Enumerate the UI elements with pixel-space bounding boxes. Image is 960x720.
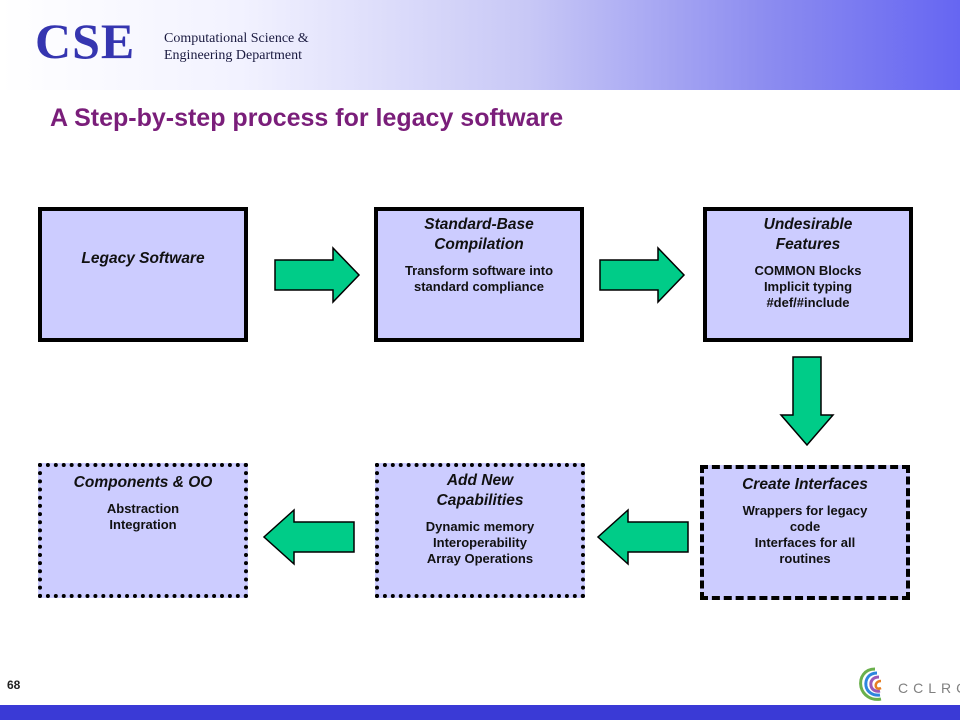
- arrow-left-1: [596, 508, 689, 566]
- box-undesirable-list: COMMON Blocks Implicit typing #def/#incl…: [707, 263, 909, 311]
- list-item: code: [789, 519, 821, 534]
- cclrc-logo-icon: [859, 667, 882, 701]
- list-item: routines: [779, 551, 831, 566]
- box-undesirable-title-1: Undesirable: [763, 216, 853, 233]
- box-interfaces-title: Create Interfaces: [742, 476, 868, 493]
- page-number: 68: [7, 678, 21, 692]
- box-standard-desc-1: Transform software into: [404, 263, 554, 278]
- box-legacy-software: Legacy Software: [38, 207, 248, 342]
- box-components-oo: Components & OO Abstraction Integration: [38, 463, 248, 598]
- list-item: Interfaces for all: [754, 535, 856, 550]
- list-item: Dynamic memory: [425, 519, 535, 534]
- box-undesirable-features: Undesirable Features COMMON Blocks Impli…: [703, 207, 913, 342]
- box-legacy-title: Legacy Software: [81, 250, 205, 267]
- box-standard-desc-2: standard compliance: [413, 279, 545, 294]
- arrow-right-2: [599, 246, 686, 304]
- list-item: Abstraction: [106, 501, 180, 516]
- box-create-interfaces: Create Interfaces Wrappers for legacy co…: [700, 465, 910, 600]
- box-standard-title-1: Standard-Base: [424, 216, 534, 233]
- arrow-left-2: [262, 508, 355, 566]
- list-item: #def/#include: [766, 295, 850, 310]
- department-name: Computational Science & Engineering Depa…: [164, 30, 309, 64]
- arrow-down: [779, 356, 835, 447]
- list-item: Array Operations: [426, 551, 534, 566]
- box-components-list: Abstraction Integration: [42, 501, 244, 533]
- bottom-band: [0, 705, 960, 720]
- box-standard-desc: Transform software into standard complia…: [378, 263, 580, 295]
- department-line-2: Engineering Department: [164, 48, 303, 63]
- list-item: COMMON Blocks: [754, 263, 862, 278]
- box-capabilities-list: Dynamic memory Interoperability Array Op…: [379, 519, 581, 567]
- header-band: [0, 0, 960, 90]
- list-item: Interoperability: [433, 535, 527, 550]
- box-capabilities-title-1: Add New: [446, 472, 514, 489]
- box-undesirable-title-2: Features: [775, 236, 841, 253]
- box-interfaces-list: Wrappers for legacy code Interfaces for …: [704, 503, 906, 567]
- arrow-right-1: [274, 246, 361, 304]
- list-item: Implicit typing: [763, 279, 853, 294]
- slide-title: A Step-by-step process for legacy softwa…: [50, 104, 564, 132]
- box-components-title: Components & OO: [73, 474, 213, 491]
- list-item: Wrappers for legacy: [742, 503, 868, 518]
- box-standard-compilation: Standard-Base Compilation Transform soft…: [374, 207, 584, 342]
- box-standard-title-2: Compilation: [434, 236, 524, 253]
- cclrc-logo-text: CCLRC: [898, 680, 960, 696]
- cse-logo: CSE: [35, 13, 136, 69]
- department-line-1: Computational Science &: [164, 31, 309, 46]
- box-capabilities-title-2: Capabilities: [436, 492, 524, 509]
- list-item: Integration: [109, 517, 177, 532]
- box-add-capabilities: Add New Capabilities Dynamic memory Inte…: [375, 463, 585, 598]
